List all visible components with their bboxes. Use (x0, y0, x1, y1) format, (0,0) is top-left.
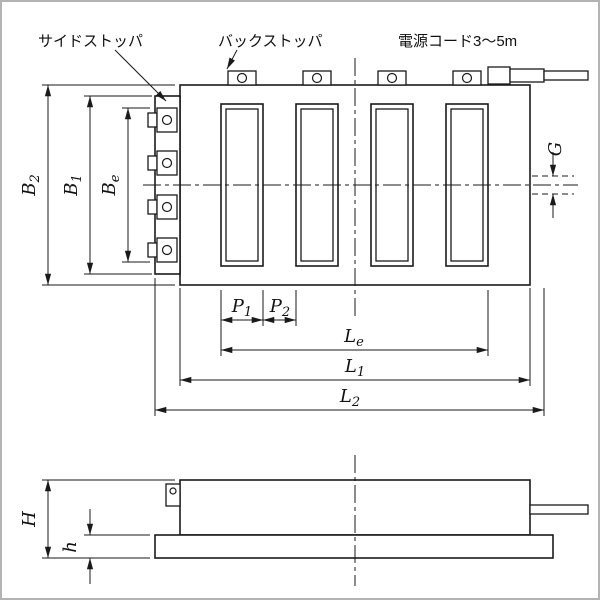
power-cord-label: 電源コード3〜5m (398, 33, 517, 50)
power-cord-assembly (487, 66, 589, 85)
bolt-icon (161, 157, 173, 169)
centerlines (143, 58, 578, 318)
dim-b1: B1 (61, 95, 152, 275)
dim-p1p2: P1 P2 (220, 290, 297, 356)
dim-label-P1: P1 (231, 296, 252, 320)
side-stopper (147, 107, 178, 133)
dim-b2: B2 (19, 84, 175, 286)
dim-h-small: h (60, 509, 150, 584)
cord-clamp (487, 66, 511, 85)
power-cord (543, 70, 589, 81)
side-stoppers (147, 107, 178, 263)
dim-label-Be: Be (99, 174, 123, 196)
bolt-icon (311, 72, 323, 84)
callouts: サイドストッパ バックストッパ 電源コード3〜5m (38, 33, 517, 102)
dim-l2: L2 (154, 278, 545, 416)
dim-l1: L1 (179, 288, 531, 386)
dim-H: H (19, 479, 175, 559)
bolt-icon (169, 487, 177, 495)
dim-be: Be (99, 107, 150, 263)
top-view: G B2 B1 Be P1 (19, 33, 589, 416)
side-stopper-side-view (165, 483, 181, 507)
dim-label-L2: L2 (339, 386, 360, 410)
back-stopper (302, 70, 332, 86)
dim-label-L1: L1 (344, 356, 365, 380)
bolt-icon (161, 201, 173, 213)
dim-label-B2: B2 (19, 174, 43, 197)
dim-label-G: G (545, 142, 566, 156)
dim-label-Le: Le (343, 326, 364, 350)
bolt-icon (161, 114, 173, 126)
dim-label-B1: B1 (61, 174, 85, 197)
back-stoppers (227, 70, 482, 86)
dim-g: G (532, 142, 574, 218)
bolt-icon (161, 244, 173, 256)
dim-label-h: h (60, 541, 81, 553)
back-stopper (452, 70, 482, 86)
bolt-icon (461, 72, 473, 84)
back-stopper-label: バックストッパ (218, 33, 323, 50)
bolt-icon (236, 72, 248, 84)
side-stopper (147, 194, 178, 220)
dim-label-H: H (19, 511, 40, 528)
base-plate (154, 534, 554, 559)
dim-label-P2: P2 (269, 296, 290, 320)
side-stopper (147, 237, 178, 263)
side-stopper-label: サイドストッパ (38, 33, 143, 50)
back-stopper (377, 70, 407, 86)
leader-line (226, 49, 238, 70)
side-stopper (147, 150, 178, 176)
back-stopper (227, 70, 257, 86)
side-view: H h (19, 455, 589, 586)
power-cord-side (529, 504, 589, 515)
dim-le: Le (221, 290, 489, 356)
bolt-icon (386, 72, 398, 84)
cord-connector (509, 68, 545, 83)
leader-line (114, 49, 167, 102)
